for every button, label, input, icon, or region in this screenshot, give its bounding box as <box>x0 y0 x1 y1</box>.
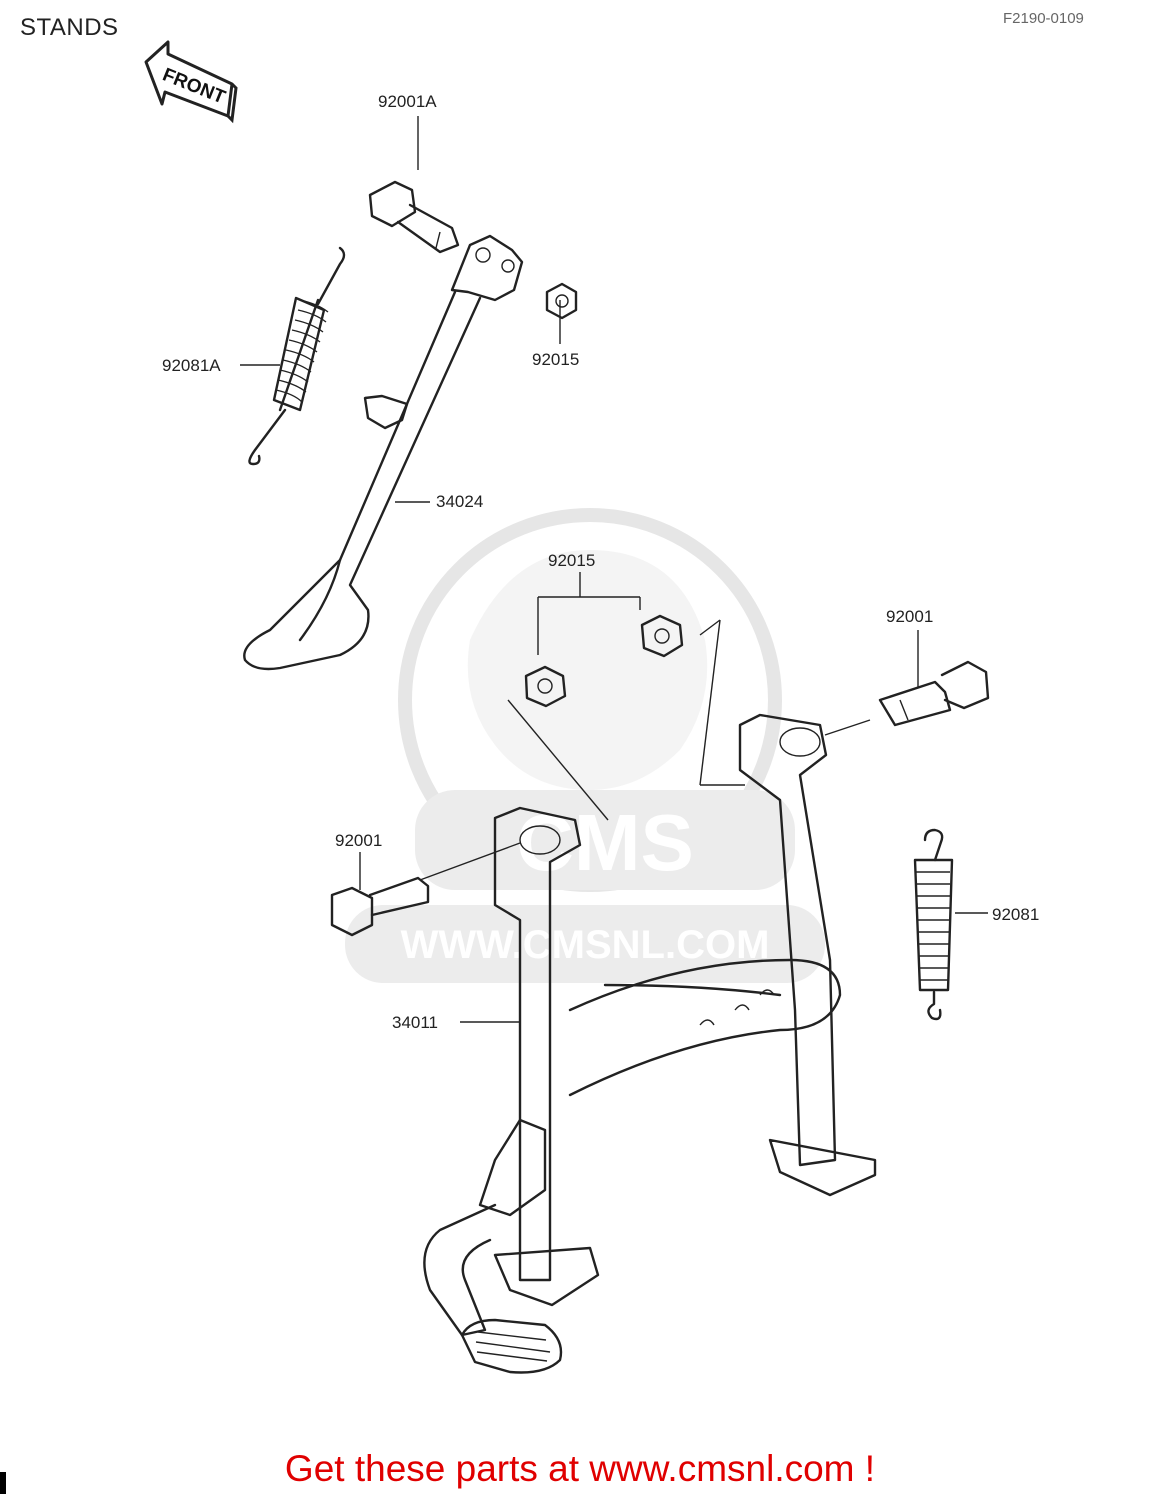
callout-92001-right: 92001 <box>886 607 934 626</box>
watermark-logo-text: CMS <box>516 798 694 887</box>
side-stand-34024 <box>243 234 524 671</box>
nut-92015-lower-left <box>524 665 567 708</box>
page-title: STANDS <box>20 14 119 41</box>
get-parts-link[interactable]: Get these parts at www.cmsnl.com ! <box>284 1448 876 1489</box>
spring-92081a <box>248 246 346 466</box>
spring-92081 <box>913 828 954 1021</box>
nut-92015-top <box>545 282 578 320</box>
callout-92081: 92081 <box>992 905 1040 924</box>
callout-34024: 34024 <box>436 492 484 511</box>
page-edge-mark <box>0 1472 6 1494</box>
center-stand-34011 <box>423 713 877 1374</box>
nut-92015-lower-right <box>640 614 684 658</box>
watermark-url-text: WWW.CMSNL.COM <box>401 923 770 967</box>
bolt-92001-left <box>330 876 430 937</box>
bolt-92001a <box>368 180 460 254</box>
front-direction-arrow: FRONT <box>144 40 238 124</box>
cmsnl-watermark: CMS WWW.CMSNL.COM <box>345 508 825 983</box>
callout-92015-lower: 92015 <box>548 551 596 570</box>
callout-92001a: 92001A <box>378 92 437 111</box>
callout-92001-left: 92001 <box>335 831 383 850</box>
callout-92081a: 92081A <box>162 356 221 375</box>
drawing-code: F2190-0109 <box>1003 10 1084 27</box>
callout-34011: 34011 <box>392 1013 439 1032</box>
callout-92015-top: 92015 <box>532 350 580 369</box>
bolt-92001-right <box>878 660 990 727</box>
